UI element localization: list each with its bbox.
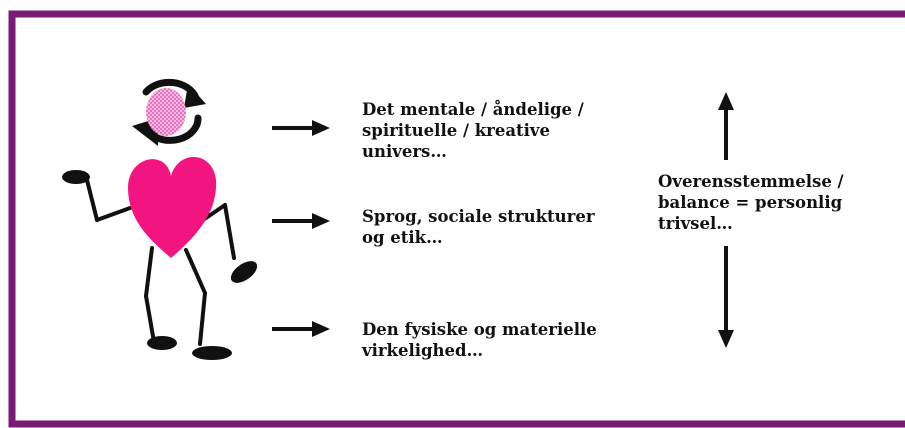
label-physical-reality: Den fysiske og materielle virkelighed… [362,319,652,361]
label-line: Det mentale / åndelige / [362,100,584,119]
purple-frame-border [8,10,905,428]
right-arrow-icon [272,321,330,337]
stick-figure-icon [62,78,258,360]
right-arrow-icon [272,213,330,229]
label-line: spirituelle / kreative [362,121,551,140]
label-social-structures: Sprog, sociale strukturer og etik… [362,206,632,248]
label-line: trivsel… [658,214,733,233]
right-arrow-icon [272,120,330,136]
label-line: univers… [362,142,447,161]
double-headed-vertical-arrow-icon [718,92,734,348]
left-hand-icon [62,170,90,184]
right-foot-icon [192,346,232,360]
left-foot-icon [147,336,177,350]
label-line: virkelighed… [362,341,484,360]
label-line: Sprog, sociale strukturer [362,207,595,226]
label-spiritual-universe: Det mentale / åndelige / spirituelle / k… [362,99,632,162]
head-icon [146,88,186,136]
label-line: og etik… [362,228,443,247]
label-balance-wellbeing: Overensstemmelse / balance = personlig t… [658,171,888,234]
label-line: Den fysiske og materielle [362,320,597,339]
label-line: Overensstemmelse / [658,172,844,191]
label-line: balance = personlig [658,193,843,212]
heart-icon [128,156,217,258]
right-hand-icon [230,261,258,283]
arrowhead-top-icon [184,84,206,108]
